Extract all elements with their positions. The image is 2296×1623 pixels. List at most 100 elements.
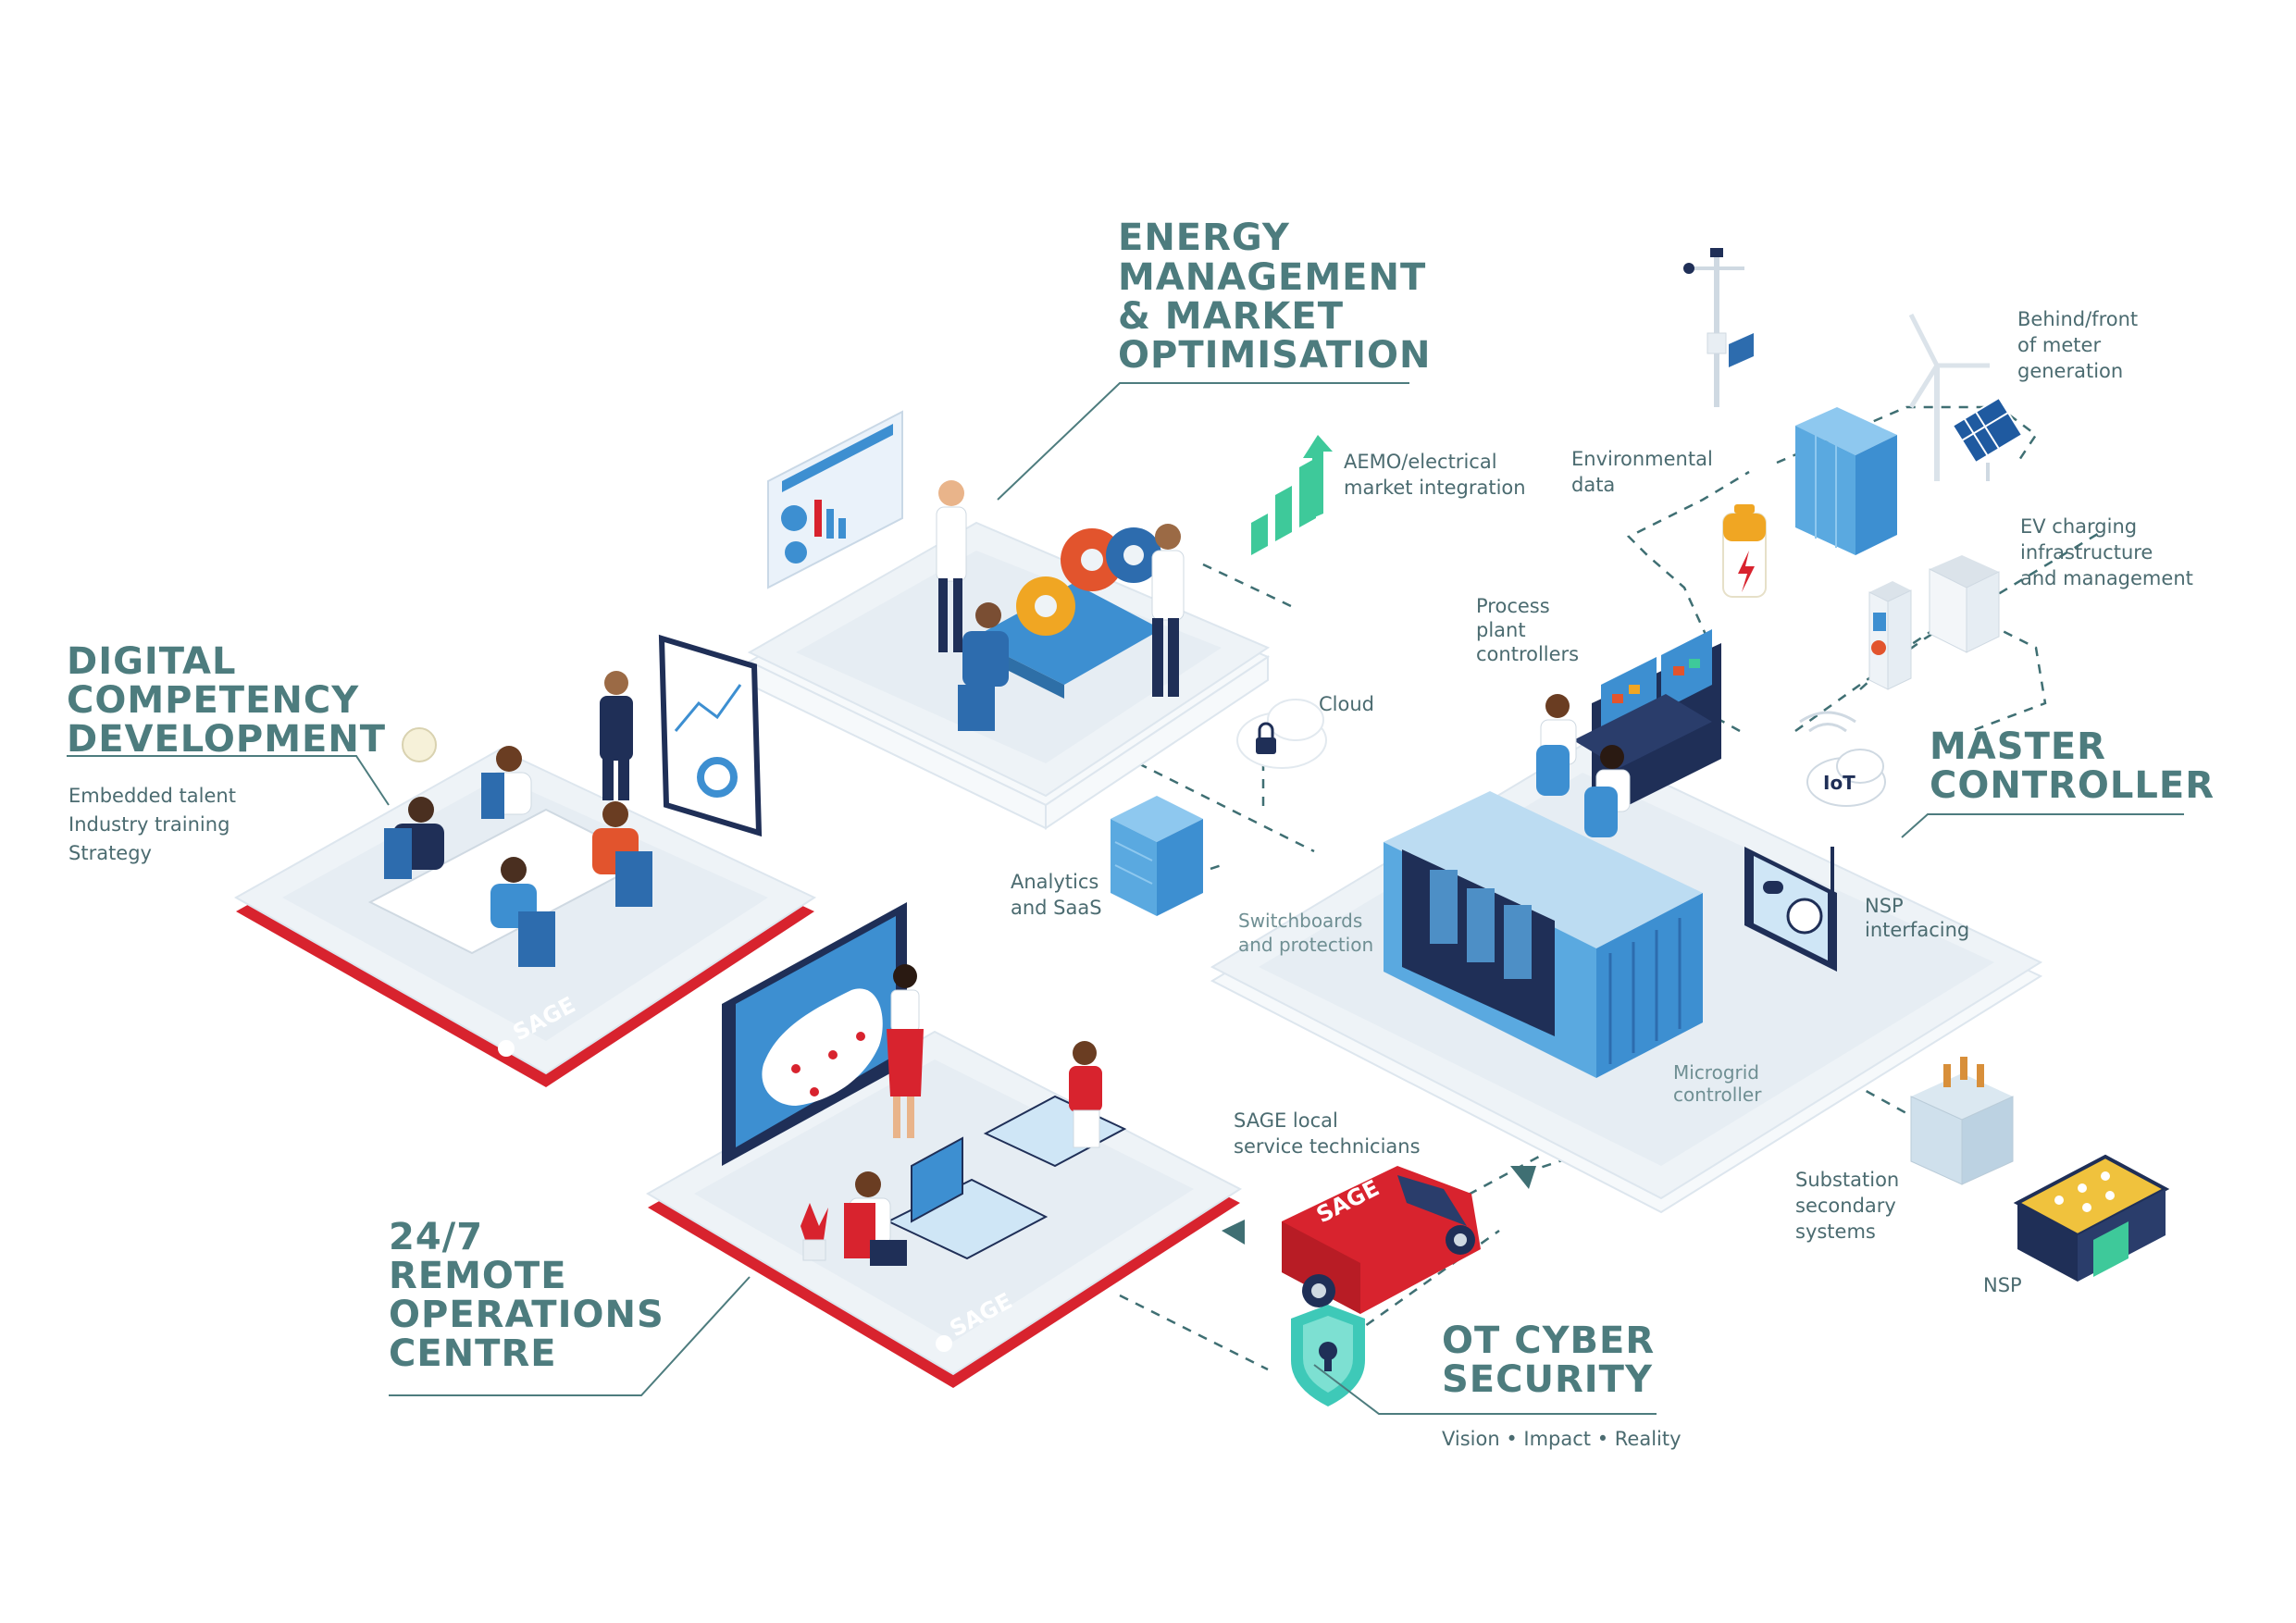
ev-label-line-3: and management <box>2020 567 2193 589</box>
remote-title-line-2: REMOTE <box>389 1255 567 1297</box>
label-process: Process plant controllers <box>1476 595 1579 665</box>
nsp-label: NSP <box>1983 1274 2022 1296</box>
label-nsp-interfacing: NSP interfacing <box>1865 895 1969 941</box>
heading-digital: DIGITAL COMPETENCY DEVELOPMENT Embedded … <box>67 640 385 864</box>
lightbulb-icon <box>402 727 437 762</box>
ev-charger-icon <box>1868 555 2000 690</box>
energy-title-line-1: ENERGY <box>1118 217 1290 259</box>
person-controller-2 <box>1584 745 1631 837</box>
arrow-left <box>1222 1220 1245 1245</box>
microgrid-label-line-2: controller <box>1673 1084 1762 1106</box>
remote-platform: SAGE <box>646 902 1242 1388</box>
label-environmental: Environmental data <box>1571 448 1713 496</box>
switchboard-container <box>1384 791 1703 1078</box>
nsp-building <box>2013 1154 2170 1282</box>
digital-item-1: Embedded talent <box>68 785 236 807</box>
energy-title-line-2: MANAGEMENT <box>1118 256 1426 299</box>
label-switchboards: Switchboards and protection <box>1238 910 1373 956</box>
arrow-right <box>1510 1166 1536 1189</box>
nsp-interface-tablet <box>1744 847 1837 972</box>
label-nsp: NSP <box>1983 1274 2022 1296</box>
digital-item-2: Industry training <box>68 813 230 836</box>
label-technicians: SAGE local service technicians <box>1234 1109 1421 1158</box>
remote-title-line-4: CENTRE <box>389 1332 557 1375</box>
label-cloud: Cloud <box>1319 693 1374 715</box>
master-title-line-1: MASTER <box>1930 725 2106 768</box>
leader-lines <box>67 382 2184 1415</box>
process-label-line-2: plant <box>1476 619 1526 641</box>
technicians-label-line-2: service technicians <box>1234 1135 1421 1158</box>
aemo-label-line-1: AEMO/electrical <box>1344 451 1497 473</box>
ev-label-line-1: EV charging <box>2020 515 2137 538</box>
label-substation: Substation secondary systems <box>1795 1169 1899 1243</box>
digital-title-line-2: COMPETENCY <box>67 679 359 722</box>
substation-icon <box>1910 1057 2014 1185</box>
operator-monitor <box>911 1136 963 1223</box>
digital-item-3: Strategy <box>68 842 152 864</box>
person-engineer <box>1151 524 1185 697</box>
cloud-label: Cloud <box>1319 693 1374 715</box>
gear-icon <box>1016 527 1161 636</box>
behind-front-label-line-3: generation <box>2017 360 2123 382</box>
battery-storage-building <box>1795 407 1897 555</box>
heading-cyber: OT CYBER SECURITY Vision • Impact • Real… <box>1442 1319 1682 1450</box>
person-scientist <box>936 480 967 652</box>
cloud-lock <box>1236 699 1327 769</box>
whiteboard <box>658 634 763 837</box>
person-seated <box>958 602 1009 731</box>
digital-platform: SAGE <box>233 634 817 1087</box>
cyber-tagline: Vision • Impact • Reality <box>1442 1428 1682 1450</box>
behind-front-label-line-1: Behind/front <box>2017 308 2138 330</box>
person-seated-4 <box>592 801 652 907</box>
process-label-line-3: controllers <box>1476 643 1579 665</box>
nsp-interfacing-label-line-1: NSP <box>1865 895 1904 917</box>
behind-front-label-line-2: of meter <box>2017 334 2101 356</box>
switchboards-label-line-2: and protection <box>1238 934 1373 956</box>
heading-remote: 24/7 REMOTE OPERATIONS CENTRE <box>389 1216 664 1375</box>
ev-label-line-2: infrastructure <box>2020 541 2153 564</box>
heading-master: MASTER CONTROLLER <box>1930 725 2214 807</box>
person-seated-2 <box>481 746 532 819</box>
person-operator-1 <box>1069 1041 1102 1148</box>
energy-title-line-3: & MARKET <box>1118 295 1344 338</box>
technicians-label-line-1: SAGE local <box>1234 1109 1338 1132</box>
master-platform: IoT <box>1210 629 2043 1214</box>
microgrid-label-line-1: Microgrid <box>1673 1061 1759 1084</box>
label-ev: EV charging infrastructure and managemen… <box>2020 515 2193 589</box>
remote-title-line-1: 24/7 <box>389 1216 483 1258</box>
label-behind-front: Behind/front of meter generation <box>2017 308 2138 382</box>
environmental-label-line-1: Environmental <box>1571 448 1713 470</box>
substation-label-line-3: systems <box>1795 1220 1876 1243</box>
analytics-label-line-2: and SaaS <box>1011 897 1102 919</box>
cyber-title-line-2: SECURITY <box>1442 1358 1653 1401</box>
switchboards-label-line-1: Switchboards <box>1238 910 1362 932</box>
iot-cloud-icon: IoT <box>1799 711 1886 807</box>
label-analytics: Analytics and SaaS <box>1011 871 1102 919</box>
analytics-label-line-1: Analytics <box>1011 871 1098 893</box>
solar-panel-icon <box>1951 396 2024 481</box>
person-seated-3 <box>490 857 555 967</box>
weather-station-icon <box>1683 248 1754 407</box>
shield-keyhole-icon <box>1291 1305 1365 1406</box>
heading-energy: ENERGY MANAGEMENT & MARKET OPTIMISATION <box>1118 217 1430 377</box>
meeting-table <box>972 583 1161 685</box>
environmental-label-line-2: data <box>1571 474 1615 496</box>
person-seated-1 <box>384 797 444 879</box>
analytics-server <box>1111 796 1203 916</box>
person-operator-2 <box>844 1171 907 1266</box>
digital-title-line-1: DIGITAL <box>67 640 236 683</box>
remote-title-line-3: OPERATIONS <box>389 1294 664 1336</box>
bar-chart-icon <box>1251 435 1333 555</box>
battery-icon <box>1722 504 1767 598</box>
substation-label-line-1: Substation <box>1795 1169 1899 1191</box>
person-map-presenter <box>887 964 924 1138</box>
person-presenter <box>600 671 633 800</box>
lock-icon <box>1256 722 1276 754</box>
process-label-line-1: Process <box>1476 595 1550 617</box>
label-aemo: AEMO/electrical market integration <box>1344 451 1526 499</box>
iot-badge: IoT <box>1823 772 1855 794</box>
aemo-label-line-2: market integration <box>1344 477 1526 499</box>
energy-platform <box>747 410 1271 830</box>
plant-pot <box>800 1203 828 1261</box>
